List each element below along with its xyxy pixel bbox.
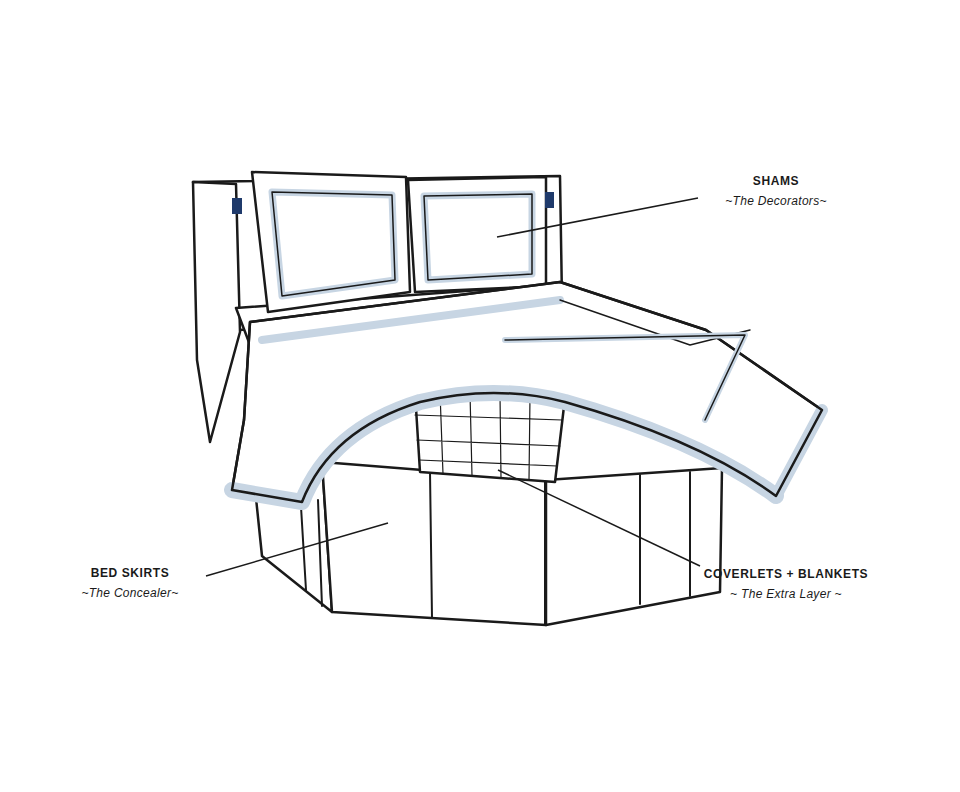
callout-subtitle: ~ The Extra Layer ~ [730, 587, 842, 601]
callout-heading: SHAMS [753, 174, 799, 188]
callout-heading: BED SKIRTS [91, 566, 170, 580]
callout-subtitle: ~The Concealer~ [81, 586, 178, 600]
callout-subtitle: ~The Decorators~ [725, 194, 827, 208]
callout-heading: COVERLETS + BLANKETS [704, 567, 868, 581]
leader-lines [206, 198, 700, 576]
